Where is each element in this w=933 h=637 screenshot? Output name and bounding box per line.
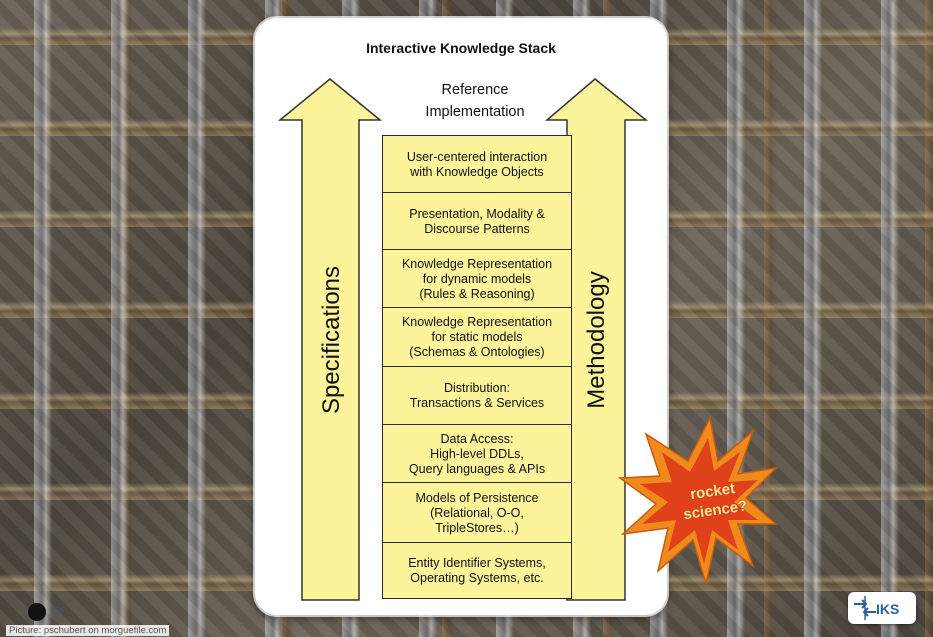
specifications-arrow	[277, 78, 383, 601]
iks-logo-text: IKS	[876, 601, 900, 617]
reference-implementation-label: Reference Implementation	[425, 82, 525, 120]
layer-entity-identifiers: Entity Identifier Systems, Operating Sys…	[382, 542, 572, 599]
diagram-title: Interactive Knowledge Stack	[366, 40, 556, 56]
picture-credit: Picture: pschubert on morguefile.com	[6, 625, 170, 636]
layer-distribution: Distribution: Transactions & Services	[382, 366, 572, 426]
iks-logo-box	[848, 592, 916, 624]
methodology-label: Methodology	[583, 271, 610, 409]
layer-static-models: Knowledge Representation for static mode…	[382, 307, 572, 368]
layer-dynamic-models: Knowledge Representation for dynamic mod…	[382, 249, 572, 309]
layer-user-interaction: User-centered interaction with Knowledge…	[382, 135, 572, 194]
iks-logo-icon	[854, 596, 876, 620]
dark-logo-mark	[28, 603, 46, 621]
layer-presentation: Presentation, Modality & Discourse Patte…	[382, 192, 572, 251]
specifications-label: Specifications	[318, 265, 345, 415]
layer-data-access: Data Access: High-level DDLs, Query lang…	[382, 424, 572, 484]
layer-persistence: Models of Persistence (Relational, O-O, …	[382, 482, 572, 544]
watermark-logo: ○	[52, 600, 64, 620]
rocket-science-burst	[618, 416, 778, 585]
